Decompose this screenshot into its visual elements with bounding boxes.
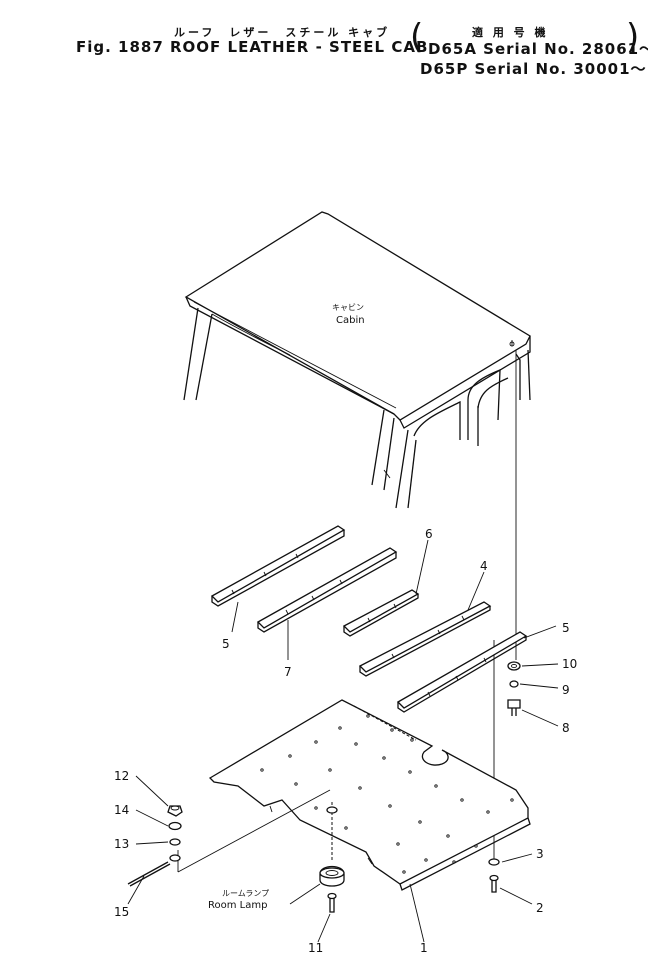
- callout-leaders: [127, 539, 559, 943]
- roof-lining-panel: [208, 699, 531, 891]
- serial-line-2: D65P Serial No. 30001～: [420, 60, 647, 78]
- strip-5-right: [396, 631, 528, 713]
- callout-12: 12: [114, 769, 129, 783]
- washer-14: [168, 821, 182, 831]
- callout-4: 4: [480, 559, 488, 573]
- callout-9: 9: [562, 683, 570, 697]
- bolt-8: [507, 699, 521, 716]
- callout-5-right: 5: [562, 621, 570, 635]
- callout-15: 15: [114, 905, 129, 919]
- lamp-mount-hole: [326, 806, 338, 814]
- applicable-models-label: 適 用 号 機: [472, 26, 549, 39]
- serial-line-1: D65A Serial No. 28061～: [428, 40, 648, 58]
- washer-3: [488, 858, 500, 866]
- open-paren: (: [410, 17, 424, 57]
- figure-title: ROOF LEATHER - STEEL CAB: [170, 38, 429, 56]
- strip-4: [358, 601, 492, 677]
- callout-2: 2: [536, 901, 544, 915]
- nut-12: [167, 805, 183, 817]
- wire-15: [127, 861, 169, 885]
- screw-11: [327, 892, 337, 913]
- figure-number: Fig. 1887: [76, 38, 164, 56]
- room-lamp-label: Room Lamp: [208, 900, 267, 911]
- room-lamp-label-jp: ルームランプ: [222, 889, 269, 898]
- cabin-illustration: [183, 211, 531, 509]
- lock-washer-9: [509, 680, 519, 688]
- strip-7: [256, 547, 398, 633]
- screw-2: [489, 874, 499, 893]
- callout-14: 14: [114, 803, 129, 817]
- callout-3: 3: [536, 847, 544, 861]
- callout-13: 13: [114, 837, 129, 851]
- callout-11: 11: [308, 941, 323, 954]
- callout-8: 8: [562, 721, 570, 735]
- washer-10: [507, 661, 521, 671]
- callout-1: 1: [420, 941, 428, 954]
- callout-5-left: 5: [222, 637, 230, 651]
- strip-5-left: [210, 525, 346, 607]
- room-lamp: [319, 865, 345, 887]
- grommet-part: [169, 854, 181, 862]
- washer-13: [169, 838, 181, 846]
- callout-6: 6: [425, 527, 433, 541]
- strip-6: [342, 589, 420, 637]
- close-paren: ): [626, 17, 640, 57]
- callout-7: 7: [284, 665, 292, 679]
- cable-route: [177, 789, 331, 873]
- cabin-label-jp: キャビン: [332, 303, 364, 312]
- cabin-label: Cabin: [336, 315, 365, 326]
- callout-10: 10: [562, 657, 577, 671]
- title-japanese: ルーフ レザー スチール キャブ: [174, 26, 391, 39]
